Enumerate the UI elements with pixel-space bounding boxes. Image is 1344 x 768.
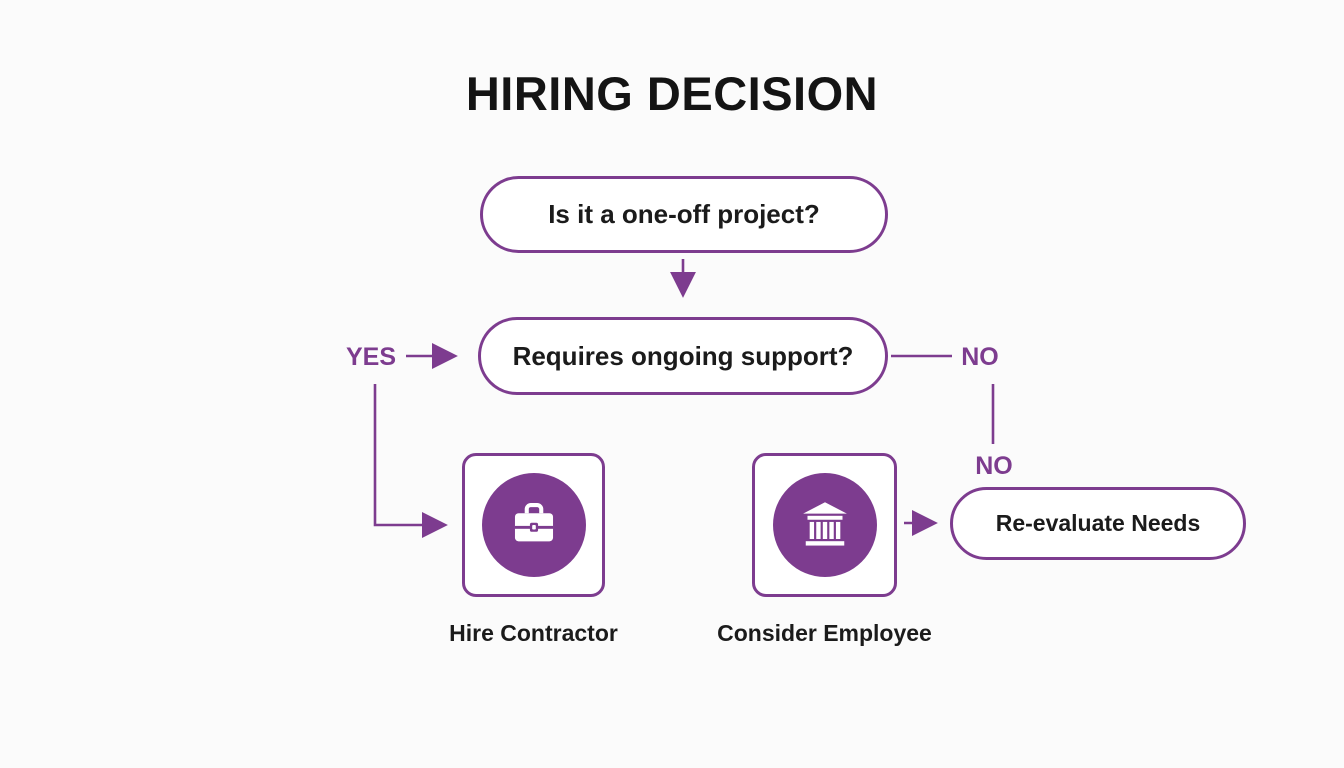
reevaluate-needs-node: Re-evaluate Needs (950, 487, 1246, 560)
question-ongoing-text: Requires ongoing support? (512, 340, 854, 371)
no-branch-label-top: NO (961, 343, 999, 371)
arrow-yes-to-contractor (373, 384, 448, 538)
outcome-card-contractor (462, 453, 605, 597)
reevaluate-needs-text: Re-evaluate Needs (995, 510, 1201, 536)
outcome-card-employee (752, 453, 897, 597)
question-one-off-text: Is it a one-off project? (548, 199, 820, 229)
question-node-one-off-project: Is it a one-off project? (480, 176, 888, 253)
yes-branch-label: YES (345, 343, 397, 371)
page-title: HIRING DECISION (465, 67, 879, 120)
hire-contractor-label: Hire Contractor (449, 620, 618, 646)
consider-employee-label: Consider Employee (717, 620, 932, 646)
no-branch-label-bottom: NO (975, 452, 1013, 480)
briefcase-icon (514, 503, 553, 542)
question-node-ongoing-support: Requires ongoing support? (478, 317, 888, 395)
employee-icon-circle (772, 473, 877, 577)
contractor-icon-circle (481, 473, 586, 577)
bank-icon (802, 502, 847, 546)
